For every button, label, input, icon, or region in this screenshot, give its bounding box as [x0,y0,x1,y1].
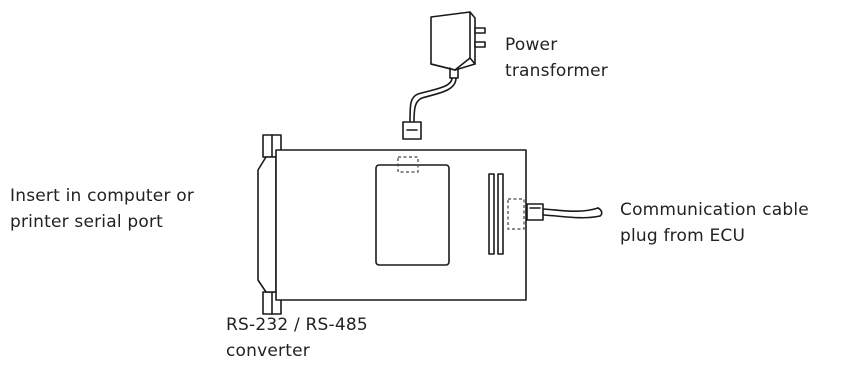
converter-box [257,134,527,315]
communication-cable [526,203,603,221]
serial-port-label-line-2: printer serial port [10,212,164,232]
power-transformer-label-line-1: Power [505,35,558,55]
serial-port-label: Insert in computer or printer serial por… [10,183,194,235]
power-transformer [430,11,486,79]
converter-label-line-1: RS-232 / RS-485 [226,315,368,335]
comm-cable-label: Communication cable plug from ECU [620,197,809,249]
converter-label: RS-232 / RS-485 converter [226,312,368,364]
power-transformer-label: Power transformer [505,32,608,84]
comm-cable-label-line-1: Communication cable [620,200,809,220]
converter-label-line-2: converter [226,341,310,361]
comm-cable-label-line-2: plug from ECU [620,226,746,246]
serial-port-label-line-1: Insert in computer or [10,186,195,206]
power-cable [402,77,457,140]
power-transformer-label-line-2: transformer [505,61,608,81]
